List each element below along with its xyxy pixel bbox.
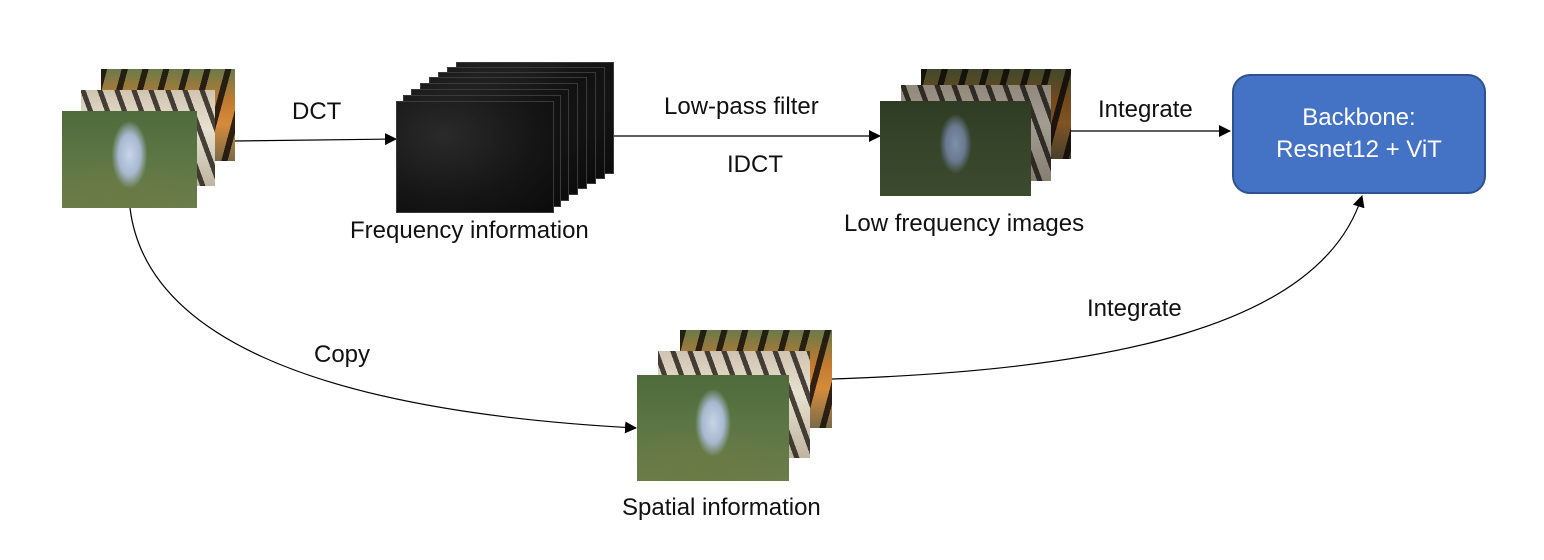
dct-label: DCT bbox=[292, 98, 342, 125]
spatial-image-front bbox=[637, 375, 789, 481]
integrate-top-label: Integrate bbox=[1098, 96, 1193, 123]
backbone-model: Resnet12 + ViT bbox=[1276, 136, 1442, 163]
idct-label: IDCT bbox=[727, 151, 783, 178]
dct-arrow bbox=[233, 133, 397, 146]
input-image-front bbox=[62, 111, 197, 208]
low-frequency-images-label: Low frequency images bbox=[844, 210, 1085, 237]
copy-arrow bbox=[129, 207, 637, 434]
backbone-title: Backbone: bbox=[1302, 103, 1416, 131]
freq-layer bbox=[396, 101, 554, 213]
integrate-bottom-arrow bbox=[831, 195, 1365, 380]
spatial-information-label: Spatial information bbox=[622, 494, 821, 521]
lowfreq-image-front bbox=[880, 101, 1031, 196]
backbone-box: Backbone: Resnet12 + ViT bbox=[1232, 74, 1486, 194]
copy-label: Copy bbox=[314, 341, 371, 368]
low-pass-filter-label: Low-pass filter bbox=[664, 93, 819, 120]
frequency-information-label: Frequency information bbox=[350, 217, 589, 244]
integrate-bottom-label: Integrate bbox=[1087, 295, 1182, 322]
